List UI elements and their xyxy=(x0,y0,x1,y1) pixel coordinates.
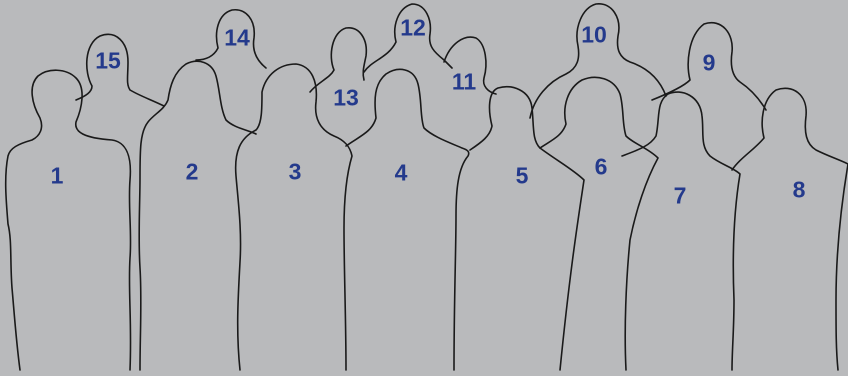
person-number-2: 2 xyxy=(186,161,199,184)
silhouette-5 xyxy=(470,87,584,370)
silhouette-6 xyxy=(540,77,658,370)
person-number-10: 10 xyxy=(581,24,607,47)
person-number-15: 15 xyxy=(95,50,121,73)
person-number-13: 13 xyxy=(333,87,359,110)
person-number-7: 7 xyxy=(674,185,687,208)
person-number-14: 14 xyxy=(224,27,250,50)
person-number-3: 3 xyxy=(289,161,302,184)
silhouette-7 xyxy=(622,92,740,370)
silhouette-1 xyxy=(6,70,131,370)
silhouette-8 xyxy=(732,88,848,370)
silhouette-13 xyxy=(310,28,366,92)
person-number-1: 1 xyxy=(51,165,64,188)
person-number-12: 12 xyxy=(400,17,426,40)
person-number-5: 5 xyxy=(516,165,529,188)
silhouette-4 xyxy=(346,69,469,370)
person-number-11: 11 xyxy=(452,71,476,94)
person-number-4: 4 xyxy=(395,162,408,185)
person-number-9: 9 xyxy=(703,52,716,75)
person-number-8: 8 xyxy=(793,179,806,202)
person-number-6: 6 xyxy=(595,156,608,179)
